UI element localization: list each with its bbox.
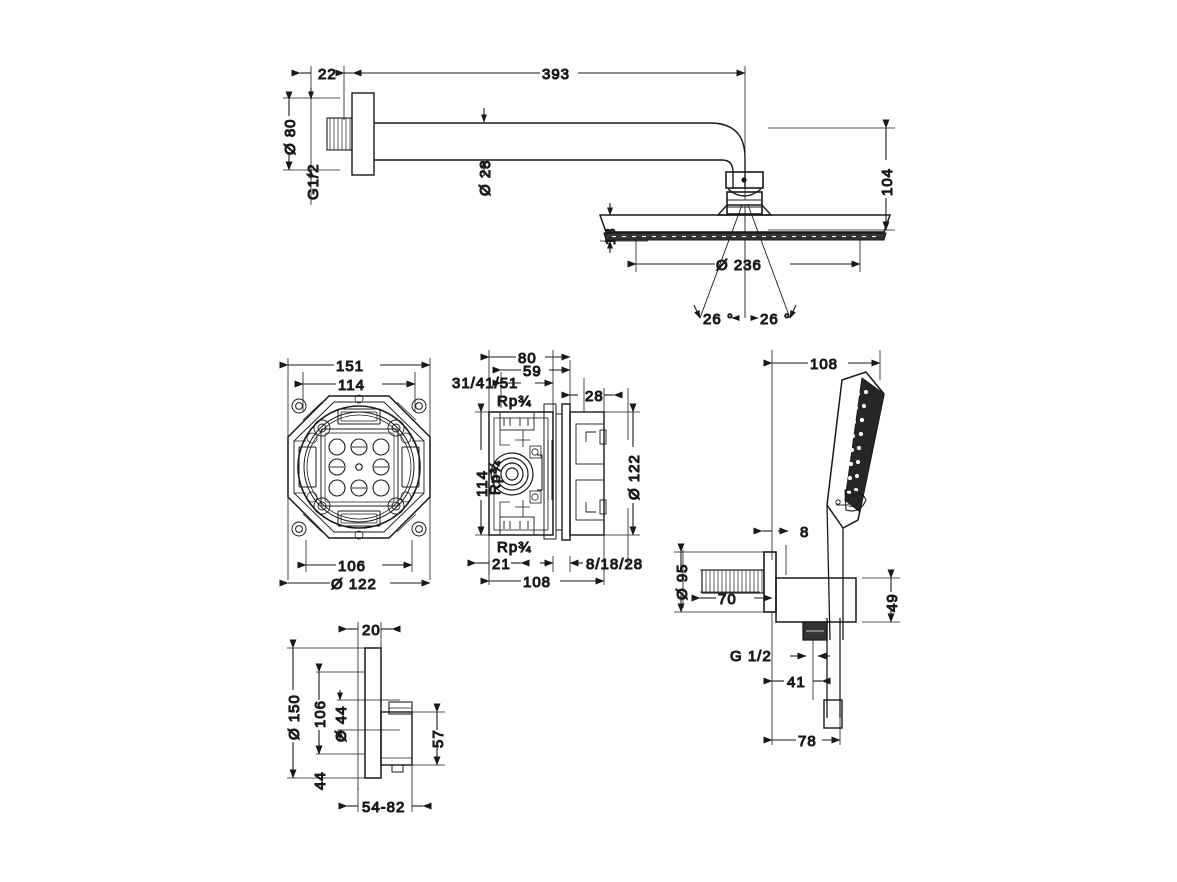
dim-handle-height: 57: [429, 703, 448, 766]
dim-label: 26 °: [760, 311, 791, 328]
dim-install-depth-range: 31/41/51: [451, 374, 554, 393]
dim-projection-range: 54-82: [338, 798, 432, 817]
spray-cone-lines: [699, 204, 791, 319]
hand-shower-body-geometry: [826, 371, 885, 641]
view-overhead-shower: 22 393 Ø 80 G1/2 Ø 23: [281, 65, 897, 329]
dim-label: 44: [312, 771, 329, 790]
dim-overall-depth: 108: [480, 573, 605, 592]
dim-label: 151: [336, 358, 364, 375]
dim-inlet-thread: G1/2: [304, 88, 323, 201]
dim-cover-depth: 28: [561, 387, 623, 406]
dim-inner-circle: 106: [311, 663, 330, 755]
dim-arm-offset: 22: [291, 65, 362, 84]
view-rough-in-box-front: 151 114 106 Ø 122: [279, 357, 431, 594]
dim-label: Ø 80: [282, 118, 299, 155]
dim-flange-diameter: Ø 80: [281, 91, 300, 171]
dim-label: 31/41/51: [452, 375, 518, 392]
dim-label: 108: [523, 574, 551, 591]
dim-label: 8/18/28: [586, 556, 643, 573]
dim-label: 114: [474, 470, 491, 497]
dim-label: Ø 23: [477, 159, 494, 196]
wall-flange-geometry: [326, 92, 375, 176]
dim-inner-depth: 59: [492, 362, 571, 381]
dim-box-outer-width: 151: [279, 357, 431, 376]
dim-plate-thickness-trim: 20: [338, 621, 401, 640]
dim-label: 22: [318, 66, 337, 83]
box-section-geometry: [488, 403, 607, 541]
dim-label: 20: [362, 622, 381, 639]
dim-outlet-flange-diameter: Ø 95: [673, 543, 692, 613]
dim-box-bore-diameter: Ø 122: [279, 575, 431, 594]
dim-label: 106: [312, 700, 329, 728]
thermostat-trim-geometry: [364, 647, 413, 779]
dim-label: 78: [798, 733, 817, 750]
dim-label: Ø 122: [331, 576, 377, 593]
dim-label: G 1/2: [730, 648, 772, 665]
ball-joint-connector: [716, 171, 773, 216]
witness-lines-overhead: [283, 66, 895, 272]
dim-label: 104: [879, 168, 896, 196]
dim-label: Ø 236: [716, 257, 762, 274]
dim-protrusion-range: 8/18/28: [540, 555, 643, 574]
view-rough-in-box-section: 80 59 31/41/51 28 114 Ø 1: [451, 349, 644, 592]
dim-label: 54-82: [362, 799, 405, 816]
dim-bracket-gap: 8: [753, 523, 809, 542]
dim-overall-width-hs: 108: [763, 355, 881, 374]
dim-handle-diameter: Ø 44: [332, 690, 351, 743]
dim-bore-diameter-section: Ø 122: [625, 403, 644, 536]
dim-label: 57: [430, 729, 447, 748]
dim-label: 80: [518, 350, 537, 367]
dim-holder-height: 49: [883, 569, 902, 623]
dim-spray-plate-diameter: Ø 236: [627, 256, 861, 275]
dim-label: Ø 122: [626, 454, 643, 500]
port-label-left: Rp¾: [487, 460, 504, 495]
dim-arm-length: 393: [335, 65, 746, 84]
dim-box-inner-width: 106: [297, 557, 413, 576]
dim-handle-offset: 44: [311, 744, 330, 791]
dim-holder-depth: 41: [763, 673, 831, 692]
dim-drop-height: 104: [878, 119, 897, 231]
dim-arm-tube-diameter: Ø 23: [476, 108, 495, 197]
dim-label: Ø 44: [333, 705, 350, 742]
dim-label: Ø 150: [286, 694, 303, 740]
dim-label: 108: [810, 356, 838, 373]
dim-label: 106: [338, 558, 366, 575]
dim-total-projection: 78: [763, 732, 841, 751]
dim-label: 26 °: [703, 311, 734, 328]
dim-label: 114: [338, 377, 365, 394]
dim-label: 59: [523, 363, 542, 380]
witness-lines-trim: [287, 622, 445, 812]
port-label-top: Rp¾: [497, 393, 532, 410]
dim-label: Ø 95: [674, 563, 691, 600]
dim-label: 393: [542, 66, 570, 83]
view-hand-shower: 108 8 Ø 95 70 G 1/2 49: [673, 350, 902, 751]
dim-label: 28: [585, 388, 604, 405]
dim-body-depth: 80: [480, 349, 571, 368]
dim-label: 41: [787, 674, 806, 691]
box-octagon-geometry: [287, 394, 431, 540]
overhead-shower-plate: [598, 214, 892, 241]
dim-label: 21: [492, 556, 511, 573]
dim-label: G1/2: [305, 163, 322, 200]
dim-front-offset: 21: [467, 555, 530, 574]
dim-label: 70: [718, 591, 737, 608]
dim-label: 8: [800, 524, 809, 541]
dim-box-flange-width: 114: [294, 376, 416, 395]
dim-swivel-angles: 26 ° 26 °: [693, 304, 797, 329]
dim-label: 49: [884, 593, 901, 612]
shower-arm-geometry: [374, 122, 746, 188]
hand-shower-holder-geometry: [775, 577, 857, 729]
port-label-bottom: Rp¾: [497, 539, 532, 556]
wall-outlet-geometry: [701, 551, 777, 613]
dim-body-height: 114: [473, 403, 492, 536]
dim-outlet-thread: G 1/2: [729, 647, 830, 666]
dim-plate-diameter: Ø 150: [285, 639, 304, 779]
dim-outlet-length: 70: [691, 590, 773, 609]
view-thermostat-trim: 20 Ø 150 106 Ø 44 44 57: [285, 621, 448, 817]
